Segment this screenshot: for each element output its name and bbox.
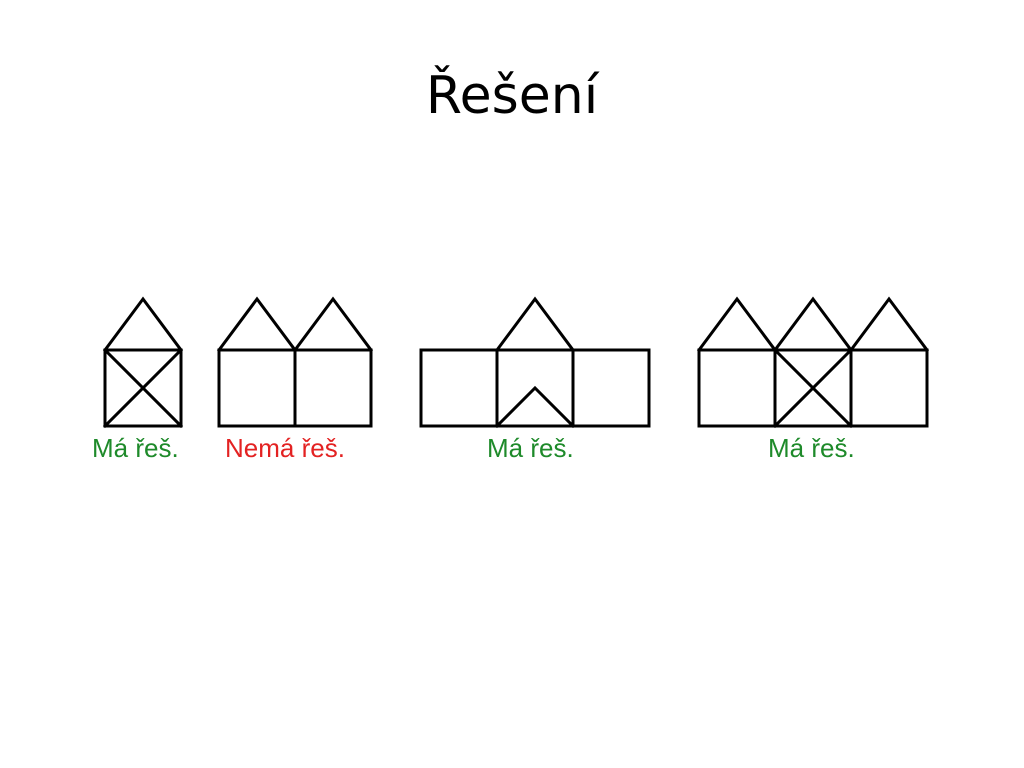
figure-4-roof-right (848, 296, 930, 353)
figure-1-roof (102, 296, 184, 353)
figure-1-diagonal-b (102, 347, 184, 429)
figure-3-roof (494, 296, 576, 353)
figure-4-wall (697, 348, 929, 428)
figure-2-roof-left (216, 296, 298, 353)
figure-4-diagonal-b (772, 347, 854, 429)
figure-2-double-house (216, 296, 374, 428)
figure-1-wall (103, 348, 183, 428)
figure-1-house-with-cross (102, 296, 184, 429)
figure-3-label: Má řeš. (487, 433, 574, 463)
figure-4-triple-house (696, 296, 930, 429)
figure-2-label: Nemá řeš. (225, 433, 345, 463)
figure-4-roof-left (696, 296, 778, 353)
figure-3-wall (419, 348, 651, 428)
figure-1-label: Má řeš. (92, 433, 179, 463)
figure-4-label: Má řeš. (768, 433, 855, 463)
figure-3-wide-house (419, 296, 651, 429)
figure-2-roof-right (292, 296, 374, 353)
figure-4-roof-middle (772, 296, 854, 353)
slide-title: Řešení (425, 66, 599, 126)
figure-3-inner-peak (494, 385, 576, 429)
